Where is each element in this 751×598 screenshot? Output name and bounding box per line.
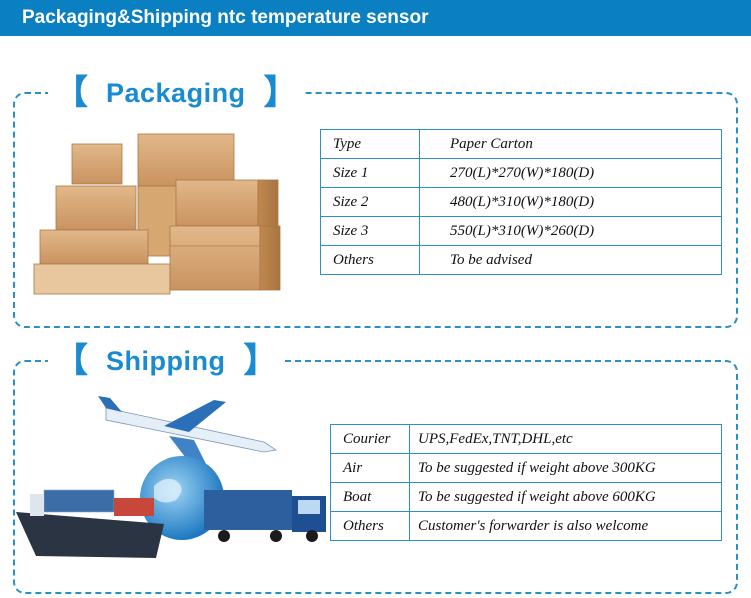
row-label: Courier (330, 424, 410, 454)
left-bracket-icon: 【 (54, 73, 88, 113)
page-title: Packaging&Shipping ntc temperature senso… (22, 7, 429, 28)
row-value: To be suggested if weight above 300KG (409, 453, 722, 483)
shipping-title: Shipping (106, 345, 226, 376)
row-label: Air (330, 453, 410, 483)
row-value: 270(L)*270(W)*180(D) (419, 158, 722, 188)
cardboard-boxes-icon (33, 133, 281, 295)
packaging-title: Packaging (106, 77, 246, 108)
row-value: 480(L)*310(W)*180(D) (419, 187, 722, 217)
row-label: Size 1 (320, 158, 420, 188)
row-value: Customer's forwarder is also welcome (409, 511, 722, 541)
row-label: Type (320, 129, 420, 159)
page-header: Packaging&Shipping ntc temperature senso… (0, 0, 751, 36)
row-value: 550(L)*310(W)*260(D) (419, 216, 722, 246)
row-label: Size 2 (320, 187, 420, 217)
row-label: Boat (330, 482, 410, 512)
row-label: Others (320, 245, 420, 275)
left-bracket-icon: 【 (54, 341, 88, 381)
row-value: UPS,FedEx,TNT,DHL,etc (409, 424, 722, 454)
packaging-heading: 【 Packaging 】 (48, 73, 304, 113)
row-value: To be suggested if weight above 600KG (409, 482, 722, 512)
packaging-section (13, 92, 738, 328)
right-bracket-icon: 】 (263, 73, 298, 113)
shipping-heading: 【 Shipping 】 (48, 341, 284, 381)
row-value: Paper Carton (419, 129, 722, 159)
shipping-section (13, 360, 738, 594)
row-label: Others (330, 511, 410, 541)
row-value: To be advised (419, 245, 722, 275)
right-bracket-icon: 】 (243, 341, 278, 381)
shipping-transport-icon (16, 396, 326, 558)
row-label: Size 3 (320, 216, 420, 246)
